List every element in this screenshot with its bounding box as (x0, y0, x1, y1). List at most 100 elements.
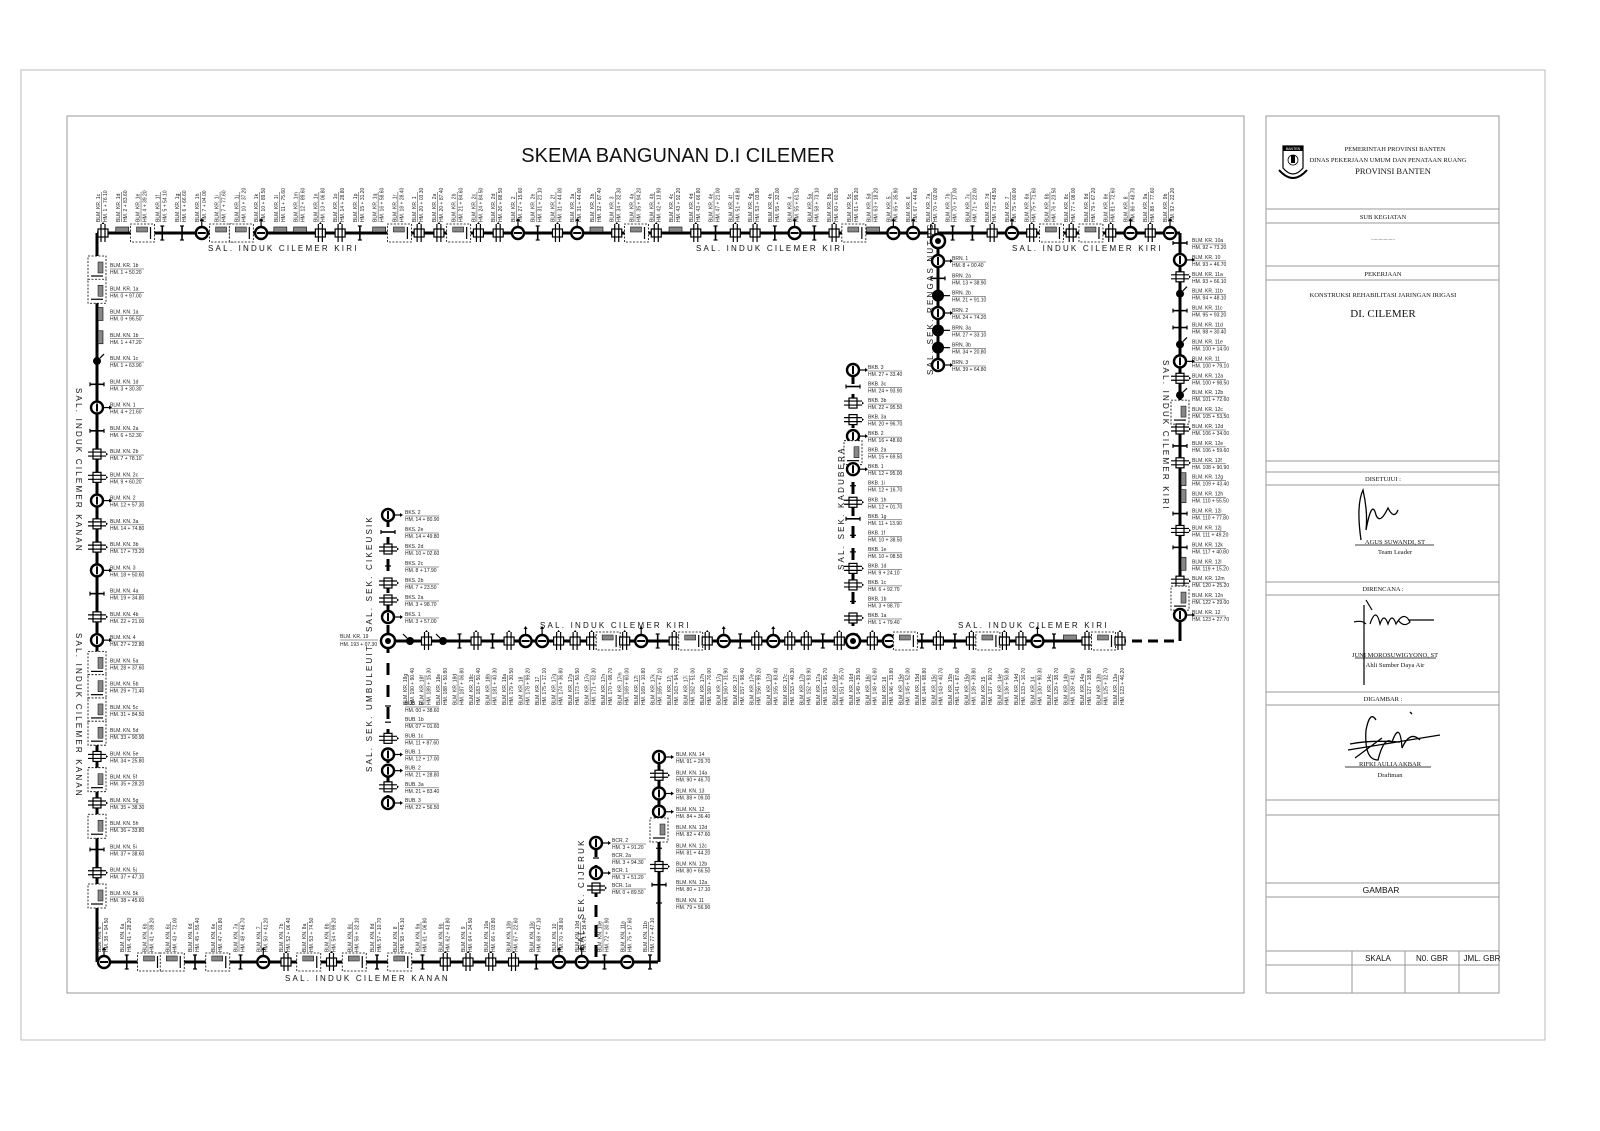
drop-structure-icon (209, 223, 234, 243)
structure-hm: HM. 5 + 54.10 (162, 190, 168, 222)
sadap-gate-icon (1171, 271, 1191, 283)
structure-code: BLM. KR. 1p (353, 193, 359, 222)
structure-code: BLM. KR. 12m (1192, 576, 1225, 582)
structure-hm: HM. 8 + 00.40 (952, 263, 984, 269)
structure-code: BLM. KN. 5c (110, 705, 139, 711)
channel-label: SAL. SEK. CIKEUSIK (365, 515, 374, 632)
channel-label: SAL. INDUK CILEMER KIRI (1012, 244, 1163, 253)
channel-label: SAL. SEK. CIJERUK (577, 838, 586, 950)
culvert-icon (380, 530, 396, 534)
bagi-sadap-icon (651, 804, 674, 819)
structure-code: BLM. KN. 8b (325, 923, 331, 952)
culvert-icon (1172, 511, 1188, 516)
junction-code: BLM. KR. 19 (340, 634, 369, 640)
gorong-gorong-icon (273, 226, 288, 233)
bagi-sadap-icon (766, 626, 781, 649)
culvert-icon (89, 428, 105, 433)
structure-code: BLM. KR. 3b (590, 193, 596, 222)
structure-hm: HM. 10 + 02.60 (405, 551, 440, 557)
structure-hm: HM. 1 + 63.90 (110, 363, 142, 369)
structure-hm: HM. 98 + 30.40 (1192, 330, 1227, 336)
structure-hm: HM. 165 + 47.10 (658, 668, 664, 705)
digambar-name: RIFKI AULIA AKBAR (1359, 761, 1422, 768)
structure-code: BLM. KN. 10c (529, 921, 535, 952)
structure-hm: HM. 21 + 91.10 (952, 298, 987, 304)
structure-code: BLM. KN. 1d (110, 379, 139, 385)
structure-hm: HM. 120 + 25.20 (1192, 583, 1229, 589)
drop-structure-icon (1170, 399, 1190, 425)
outer-border (20, 69, 1546, 1041)
structure-label: BCR. 2HM. 3 + 91.20 (612, 838, 646, 851)
culvert-icon (534, 954, 539, 970)
sadap-gate-icon (1015, 630, 1027, 650)
sadap-gate-icon (1171, 524, 1191, 537)
structure-code: BLM. KR. 17p (568, 674, 574, 705)
structure-hm: HM. 117 + 40.80 (1192, 549, 1229, 555)
structure-code: BLM. KR. 4 (788, 196, 794, 222)
sadap-gate-icon (472, 222, 485, 242)
structure-label: BUB. 3HM. 22 + 56.50 (405, 798, 440, 811)
channel-label: SAL. INDUK CILEMER KIRI (696, 244, 847, 253)
sadap-gate-icon (88, 867, 108, 879)
banten-logo: BANTEN (1278, 145, 1308, 179)
structure-code: BLM. KR. 11a (1192, 272, 1223, 278)
culvert-icon (648, 954, 652, 970)
bagi-sadap-icon (89, 493, 112, 508)
gov-line3: PROVINSI BANTEN (1355, 166, 1431, 176)
structure-hm: HM. 151 + 95.70 (823, 668, 829, 705)
structure-code: BLM. KR. 14a (1080, 674, 1086, 705)
sadap-gate-icon (844, 612, 864, 624)
structure-hm: HM. 123 + 46.20 (1120, 668, 1126, 705)
structure-hm: HM. 8 + 17.90 (405, 568, 437, 574)
structure-hm: HM. 53 + 74.50 (309, 917, 315, 952)
structure-hm: HM. 70 + 02.00 (933, 187, 939, 222)
bagi-sadap-icon (651, 749, 674, 765)
drop-structure-icon (1170, 585, 1190, 611)
sadap-gate-icon (88, 611, 108, 623)
structure-hm: HM. 31 + 44.00 (577, 187, 583, 222)
structure-code: BLM. KR. 5a (807, 193, 813, 222)
drop-structure-icon (975, 631, 1001, 651)
structure-code: BLM. KR. 1f (155, 194, 161, 222)
structure-code: BLM. KN. 9b (438, 923, 444, 952)
drop-structure-icon (446, 223, 472, 243)
structure-hm: HM. 34 + 25.80 (110, 758, 145, 764)
drop-structure-icon (137, 952, 162, 972)
drop-structure-icon (87, 883, 107, 909)
structure-code: BLM. KN. 13 (676, 789, 705, 795)
structure-code: BLM. KR. 5c (847, 193, 853, 222)
signature-rifki (1347, 711, 1441, 761)
structure-code: BKB. 3c (868, 382, 887, 388)
structure-code: BLM. KR. 1a (110, 286, 139, 292)
structure-hm: HM. 12 + 89.60 (301, 187, 307, 222)
structure-label: BKB. 2HM. 16 + 48.60 (868, 431, 903, 444)
sadap-gate-icon (1026, 222, 1038, 242)
structure-hm: HM. 183 + 50.40 (476, 668, 482, 705)
sadap-gate-icon (751, 630, 763, 650)
structure-code: BKS. 1 (405, 612, 421, 618)
sadap-gate-icon (314, 222, 326, 242)
structure-code: BLM. KR. 7a (926, 193, 932, 222)
structure-code: BRN. 3 (952, 360, 968, 366)
